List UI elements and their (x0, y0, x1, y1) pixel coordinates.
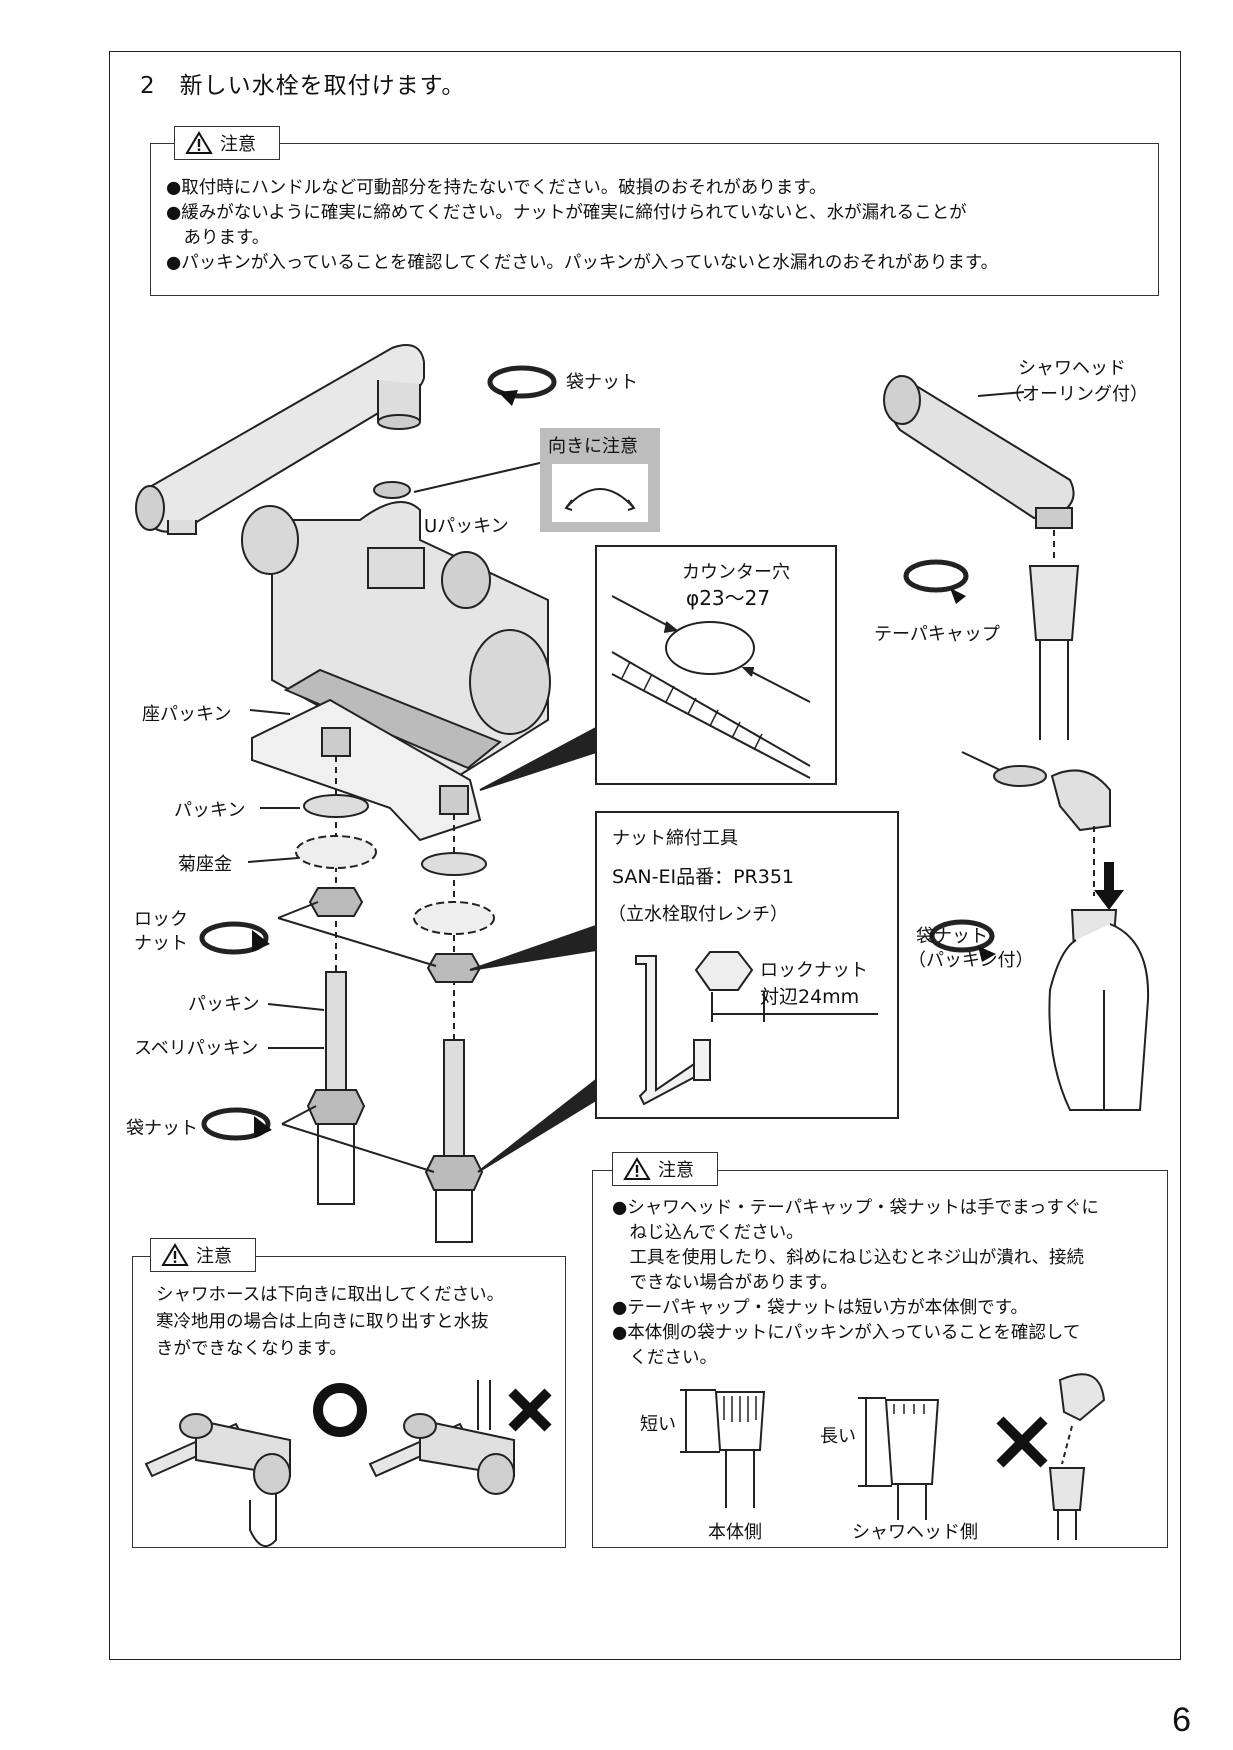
shower-head (883, 374, 1080, 740)
label-lock-nut: ロック ナット (134, 908, 188, 956)
u-packing-ring (373, 481, 411, 499)
caution-text-top: ●取付時にハンドルなど可動部分を持たないでください。破損のおそれがあります。 ●… (166, 176, 998, 276)
label-fukuro-nut-right: 袋ナット (916, 926, 988, 947)
label-lock-nut-tool: ロックナット (760, 960, 868, 981)
rotate-arrow-icon (199, 921, 270, 955)
caution-line: 工具を使用したり、斜めにねじ込むとネジ山が潰れ、接続 (612, 1248, 1084, 1268)
label-za-packing: 座パッキン (142, 704, 232, 725)
left-column-parts (295, 727, 377, 1205)
warning-icon (185, 131, 213, 154)
label-suberi-packing: スベリパッキン (134, 1038, 259, 1059)
label-fukuro-nut-bottom: 袋ナット (126, 1118, 198, 1139)
caution-tag-right: 注意 (612, 1152, 718, 1186)
label-packing-1: パッキン (174, 800, 246, 821)
caution-line: ●シャワヘッド・テーパキャップ・袋ナットは手でまっすぐに (612, 1198, 1099, 1218)
label-muki-ni-chui: 向きに注意 (548, 436, 638, 457)
caution-line: できない場合があります。 (612, 1273, 838, 1293)
tool-detail-box (595, 811, 899, 1119)
label-kiku-zagane: 菊座金 (178, 854, 232, 875)
faucet-spout (135, 344, 425, 535)
caution-box-right (592, 1170, 1168, 1548)
page-number: 6 (1172, 1701, 1191, 1739)
caution-line: ●テーパキャップ・袋ナットは短い方が本体側です。 (612, 1298, 1028, 1318)
caution-line: ください。 (612, 1348, 717, 1368)
caution-text-right: ●シャワヘッド・テーパキャップ・袋ナットは手でまっすぐに ねじ込んでください。 … (612, 1196, 1099, 1371)
label-o-ring: （オーリング付） (1004, 384, 1148, 405)
caution-box-left (132, 1256, 566, 1548)
caution-label: 注意 (220, 134, 256, 155)
caution-line: きができなくなります。 (156, 1339, 347, 1359)
rotate-arrow-icon (201, 1107, 272, 1141)
counter-hole-detail (595, 545, 837, 785)
caution-line: あります。 (166, 228, 270, 248)
label-shower-side: シャワヘッド側 (852, 1522, 978, 1543)
caution-label: 注意 (658, 1160, 694, 1181)
label-fukuro-nut-top: 袋ナット (566, 372, 638, 393)
caution-text-left: シャワホースは下向きに取出してください。 寒冷地用の場合は上向きに取り出すと水抜… (156, 1282, 504, 1363)
label-lock-nut-line2: ナット (134, 933, 188, 954)
caution-line: 寒冷地用の場合は上向きに取り出すと水抜 (156, 1312, 489, 1332)
step-title: 2 新しい水栓を取付けます。 (140, 73, 466, 99)
label-counter-hole: カウンター穴 (682, 562, 790, 583)
tool-title: ナット締付工具 (612, 828, 738, 849)
label-fukuro-nut-right-sub: （パッキン付） (908, 950, 1034, 971)
caution-line: ねじ込んでください。 (612, 1223, 804, 1243)
orientation-note-box (540, 428, 660, 532)
right-column-parts (413, 785, 495, 1243)
label-counter-diameter: φ23～27 (686, 586, 771, 610)
rotate-arrow-icon (487, 365, 557, 406)
label-long: 長い (820, 1426, 856, 1447)
label-body-side: 本体側 (708, 1522, 762, 1543)
caution-line: シャワホースは下向きに取出してください。 (156, 1285, 505, 1305)
label-shower-head: シャワヘッド (1018, 358, 1126, 379)
warning-icon (623, 1157, 651, 1180)
caution-tag-left: 注意 (150, 1238, 256, 1272)
caution-tag-top: 注意 (174, 126, 280, 160)
tool-part-number: SAN-EI品番：PR351 (612, 866, 795, 888)
caution-line: ●緩みがないように確実に締めてください。ナットが確実に締付けられていないと、水が… (166, 203, 967, 223)
label-short: 短い (640, 1414, 676, 1435)
caution-line: ●本体側の袋ナットにパッキンが入っていることを確認して (612, 1323, 1081, 1343)
caution-box-top (150, 143, 1159, 296)
warning-icon (161, 1243, 189, 1266)
caution-line: ●取付時にハンドルなど可動部分を持たないでください。破損のおそれがあります。 (166, 178, 827, 198)
label-taper-cap: テーパキャップ (874, 624, 1000, 645)
tool-name: （立水栓取付レンチ） (608, 904, 788, 925)
label-lock-nut-line1: ロック (134, 909, 188, 930)
hose-connection (929, 751, 1150, 1111)
label-lock-nut-size: 対辺24mm (760, 986, 860, 1008)
caution-line: ●パッキンが入っていることを確認してください。パッキンが入っていないと水漏れのお… (166, 253, 999, 273)
caution-label: 注意 (196, 1246, 232, 1267)
label-u-packing: Uパッキン (424, 516, 509, 537)
page-frame (109, 51, 1181, 1660)
label-packing-2: パッキン (188, 994, 260, 1015)
